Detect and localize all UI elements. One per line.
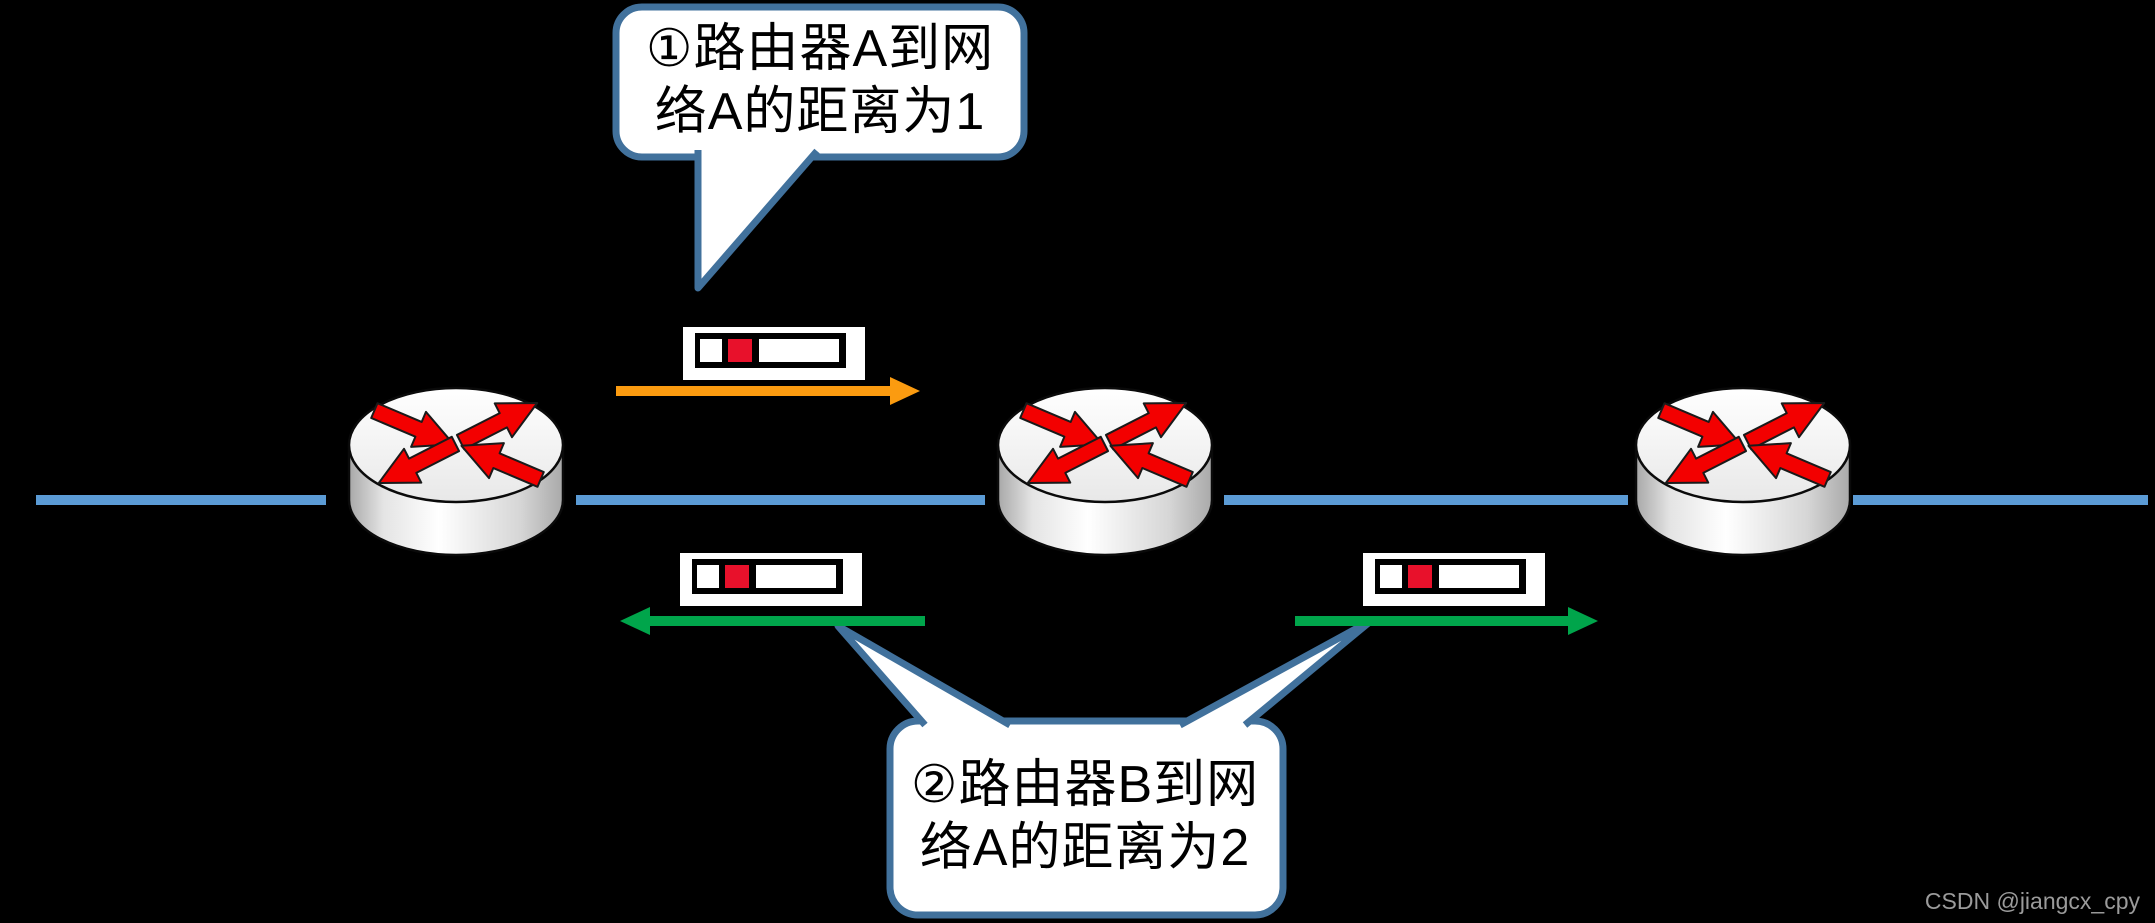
router-b-icon xyxy=(995,383,1215,558)
packet-field-long xyxy=(756,565,836,588)
bottom-callout-text: ②路由器B到网 络A的距离为2 xyxy=(887,718,1283,915)
bottom-callout-line-1: ②路由器B到网 xyxy=(910,755,1260,814)
bottom-callout-line-2: 络A的距离为2 xyxy=(919,818,1251,877)
routing-update-packet-icon-right xyxy=(1363,553,1545,606)
network-link-segment-4 xyxy=(1853,495,2148,505)
watermark: CSDN @jiangcx_cpy xyxy=(1924,888,2140,914)
top-callout-text: ①路由器A到网 络A的距离为1 xyxy=(612,4,1028,158)
packet-field-long xyxy=(1439,565,1519,588)
top-callout-line-1: ①路由器A到网 xyxy=(645,20,995,78)
advertise-arrow-right-green-icon xyxy=(1295,607,1598,635)
network-link-segment-2 xyxy=(576,495,985,505)
packet-field-white xyxy=(700,339,722,362)
packet-field-red xyxy=(725,565,749,588)
top-callout-line-2: 络A的距离为1 xyxy=(654,83,986,141)
advertise-arrow-left-green-icon xyxy=(620,607,925,635)
packet-field-white xyxy=(697,565,719,588)
packet-field-red xyxy=(1408,565,1432,588)
packet-field-long xyxy=(759,339,839,362)
packet-fields xyxy=(695,333,846,368)
packet-fields xyxy=(1375,559,1526,594)
router-c-icon xyxy=(1633,383,1853,558)
packet-fields xyxy=(692,559,843,594)
network-link-segment-1 xyxy=(36,495,326,505)
routing-update-packet-icon-top xyxy=(683,327,865,380)
packet-field-white xyxy=(1380,565,1402,588)
network-link-segment-3 xyxy=(1224,495,1628,505)
top-callout-bubble xyxy=(612,3,1028,292)
advertise-arrow-right-orange-icon xyxy=(616,377,920,405)
routing-update-packet-icon-left xyxy=(680,553,862,606)
bottom-callout-bubble xyxy=(834,616,1376,919)
packet-field-red xyxy=(728,339,752,362)
router-a-icon xyxy=(346,383,566,558)
